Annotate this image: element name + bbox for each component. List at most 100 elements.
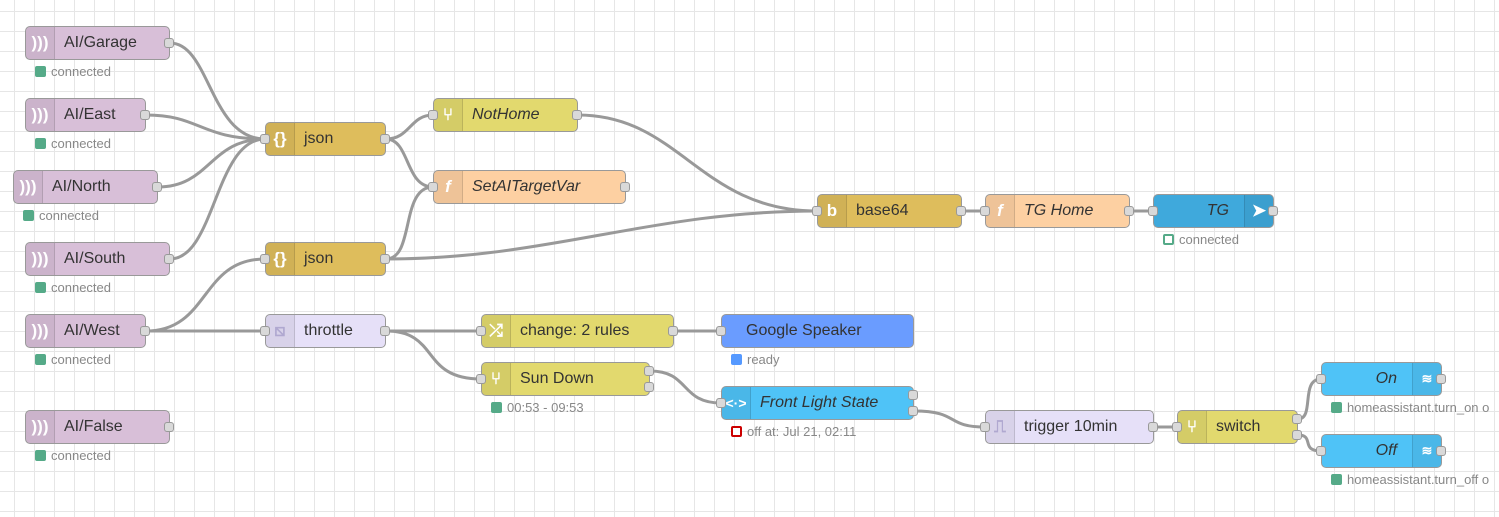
wire <box>385 137 434 189</box>
status-text: connected <box>1179 232 1239 247</box>
input-port[interactable] <box>1172 422 1182 432</box>
mqtt-in-node-ai-west[interactable]: ))) AI/West <box>25 314 146 348</box>
node-label: AI/North <box>52 178 111 195</box>
base64-node[interactable]: b base64 <box>817 194 962 228</box>
input-port[interactable] <box>260 134 270 144</box>
mqtt-in-node-ai-garage[interactable]: ))) AI/Garage <box>25 26 170 60</box>
input-port[interactable] <box>1316 374 1326 384</box>
trigger-node[interactable]: ⎍ trigger 10min <box>985 410 1154 444</box>
mqtt-in-node-ai-north[interactable]: ))) AI/North <box>13 170 158 204</box>
input-port[interactable] <box>716 326 726 336</box>
node-label: TG Home <box>1024 202 1094 219</box>
input-port[interactable] <box>260 326 270 336</box>
ha-service-node-off[interactable]: Off ≋ <box>1321 434 1442 468</box>
output-port[interactable] <box>1148 422 1158 432</box>
function-node-tg-home[interactable]: f TG Home <box>985 194 1130 228</box>
output-port[interactable] <box>164 38 174 48</box>
output-port[interactable] <box>380 254 390 264</box>
status-ai-garage: connected <box>35 64 111 79</box>
input-port[interactable] <box>1148 206 1158 216</box>
switch-node-nothome[interactable]: ⑂ NotHome <box>433 98 578 132</box>
wave-icon: ))) <box>26 315 55 347</box>
output-port[interactable] <box>668 326 678 336</box>
output-port[interactable] <box>140 110 150 120</box>
input-port[interactable] <box>476 374 486 384</box>
status-text: homeassistant.turn_off o <box>1347 472 1490 487</box>
function-icon: f <box>986 195 1015 227</box>
output-port-2[interactable] <box>1292 430 1302 440</box>
output-port-1[interactable] <box>644 366 654 376</box>
status-front-light: off at: Jul 21, 02:11 <box>731 424 856 439</box>
mqtt-in-node-ai-false[interactable]: ))) AI/False <box>25 410 170 444</box>
status-google-speaker: ready <box>731 352 780 367</box>
ha-service-node-on[interactable]: On ≋ <box>1321 362 1442 396</box>
output-port[interactable] <box>380 134 390 144</box>
wire <box>385 185 434 261</box>
wire <box>169 41 266 141</box>
output-port[interactable] <box>572 110 582 120</box>
status-dot <box>35 450 46 461</box>
output-port[interactable] <box>380 326 390 336</box>
status-ai-east: connected <box>35 136 111 151</box>
status-dot <box>35 66 46 77</box>
json-node-1[interactable]: {} json <box>265 122 386 156</box>
output-port[interactable] <box>956 206 966 216</box>
ha-node-front-light-state[interactable]: <·> Front Light State <box>721 386 914 420</box>
node-label: switch <box>1216 418 1261 435</box>
output-port-2[interactable] <box>644 382 654 392</box>
output-port[interactable] <box>1436 446 1446 456</box>
json-node-2[interactable]: {} json <box>265 242 386 276</box>
google-speaker-node[interactable]: Google Speaker <box>721 314 914 348</box>
base64-icon: b <box>818 195 847 227</box>
status-dot <box>1331 474 1342 485</box>
output-port[interactable] <box>620 182 630 192</box>
status-dot <box>23 210 34 221</box>
input-port[interactable] <box>428 110 438 120</box>
status-sun-down: 00:53 - 09:53 <box>491 400 584 415</box>
output-port-1[interactable] <box>908 390 918 400</box>
output-port-1[interactable] <box>1292 414 1302 424</box>
status-dot <box>35 354 46 365</box>
mqtt-in-node-ai-east[interactable]: ))) AI/East <box>25 98 146 132</box>
input-port[interactable] <box>476 326 486 336</box>
output-port[interactable] <box>152 182 162 192</box>
output-port[interactable] <box>140 326 150 336</box>
shuffle-icon: ⤮ <box>482 315 511 347</box>
input-port[interactable] <box>1316 446 1326 456</box>
function-icon: f <box>434 171 463 203</box>
mqtt-in-node-ai-south[interactable]: ))) AI/South <box>25 242 170 276</box>
status-text: connected <box>51 136 111 151</box>
telegram-node-tg[interactable]: TG ➤ <box>1153 194 1274 228</box>
status-dot <box>35 138 46 149</box>
node-label: throttle <box>304 322 353 339</box>
wave-icon: ))) <box>26 27 55 59</box>
output-port[interactable] <box>1268 206 1278 216</box>
node-label: Google Speaker <box>746 322 862 339</box>
output-port-2[interactable] <box>908 406 918 416</box>
status-text: off at: Jul 21, 02:11 <box>747 424 857 439</box>
status-on: homeassistant.turn_on o <box>1331 400 1489 415</box>
function-node-setaitargetvar[interactable]: f SetAITargetVar <box>433 170 626 204</box>
braces-icon: {} <box>266 243 295 275</box>
input-port[interactable] <box>980 422 990 432</box>
input-port[interactable] <box>260 254 270 264</box>
wave-icon: ))) <box>26 411 55 443</box>
node-label: NotHome <box>472 106 540 123</box>
input-port[interactable] <box>716 398 726 408</box>
wire <box>169 137 266 261</box>
output-port[interactable] <box>1124 206 1134 216</box>
output-port[interactable] <box>1436 374 1446 384</box>
change-node[interactable]: ⤮ change: 2 rules <box>481 314 674 348</box>
node-label: base64 <box>856 202 909 219</box>
switch-node[interactable]: ⑂ switch <box>1177 410 1298 444</box>
node-label: Front Light State <box>760 394 879 411</box>
input-port[interactable] <box>980 206 990 216</box>
output-port[interactable] <box>164 254 174 264</box>
input-port[interactable] <box>428 182 438 192</box>
switch-node-sun-down[interactable]: ⑂ Sun Down <box>481 362 650 396</box>
trigger-icon: ⎍ <box>986 411 1015 443</box>
input-port[interactable] <box>812 206 822 216</box>
output-port[interactable] <box>164 422 174 432</box>
wire <box>649 369 722 405</box>
throttle-node[interactable]: ⧅ throttle <box>265 314 386 348</box>
